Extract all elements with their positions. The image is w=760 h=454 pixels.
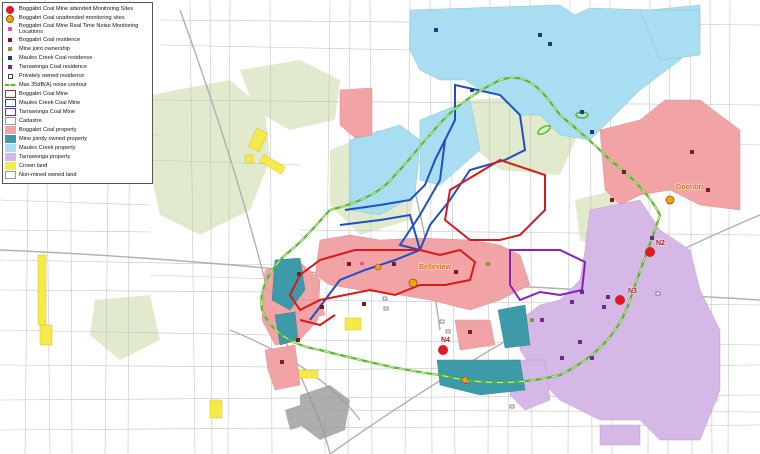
site-label-n3: N3 [628, 288, 637, 295]
legend-label: Maules Creek Coal Mine [19, 99, 81, 106]
legend-item: Boggabri Coal Mine attended Monitoring S… [5, 5, 150, 14]
place-label-bellevue: Belleview [419, 264, 451, 271]
legend-item: Boggabri Coal unattended monitoring site… [5, 14, 150, 23]
legend-item: Tarrawonga Coal residence [5, 63, 150, 72]
legend-symbol-circle-red [5, 5, 16, 14]
legend-item: Max 35dB(A) noise contour [5, 81, 150, 90]
legend-symbol-fill-lilac [5, 153, 16, 161]
legend-label: Maules Creek Coal residence [19, 54, 93, 61]
site-label-n2: N2 [656, 240, 665, 247]
legend-symbol-sq-purple [5, 63, 16, 71]
legend-label: Mine joint ownership [19, 45, 70, 52]
legend-item: Mine joint ownership [5, 45, 150, 54]
legend-label: Cadastre [19, 117, 42, 124]
legend-item: Boggabri Coal residence [5, 36, 150, 45]
legend-symbol-box-purple [5, 108, 16, 116]
legend-symbol-sq-olive [5, 45, 16, 53]
legend-item: Privately owned residence [5, 72, 150, 81]
legend-symbol-fill-yellow [5, 162, 16, 170]
legend-item: Tarrawonga Coal Mine [5, 108, 150, 117]
legend-symbol-fill-blue [5, 144, 16, 152]
joint-property [271, 257, 531, 396]
legend-label: Non-mined owned land [19, 171, 77, 178]
legend-symbol-fill-pink [5, 126, 16, 134]
legend-label: Maules Creek property [19, 144, 76, 151]
legend-item: Maules Creek property [5, 144, 150, 153]
legend-item: Tarrawonga property [5, 153, 150, 162]
legend-label: Boggabri Coal residence [19, 36, 81, 43]
attended-monitoring-sites [438, 247, 655, 355]
legend-item: Boggabri Coal Mine Real Time Noise Monit… [5, 23, 150, 36]
map-legend: Boggabri Coal Mine attended Monitoring S… [2, 2, 153, 184]
legend-item: Boggabri Coal property [5, 126, 150, 135]
legend-label: Crown land [19, 162, 48, 169]
place-label-goonbri: Goonbri [676, 184, 704, 191]
maules-creek-property [349, 4, 701, 216]
legend-label: Mine jointly owned property [19, 135, 88, 142]
legend-label: Boggabri Coal Mine attended Monitoring S… [19, 6, 134, 13]
legend-label: Max 35dB(A) noise contour [19, 81, 87, 88]
legend-item: Non-mined owned land [5, 171, 150, 180]
legend-label: Tarrawonga Coal Mine [19, 108, 75, 115]
legend-item: Cadastre [5, 117, 150, 126]
legend-item: Mine jointly owned property [5, 135, 150, 144]
legend-label: Privately owned residence [19, 72, 85, 79]
legend-label: Boggabri Coal property [19, 126, 77, 133]
legend-symbol-line-green [5, 81, 16, 89]
legend-symbol-fill-white [5, 171, 16, 179]
legend-item: Maules Creek Coal residence [5, 54, 150, 63]
legend-label: Boggabri Coal Mine [19, 90, 69, 97]
site-label-n4: N4 [441, 337, 450, 344]
legend-symbol-circle-orange [5, 14, 16, 23]
legend-item: Maules Creek Coal Mine [5, 99, 150, 108]
legend-symbol-sq-maroon [5, 36, 16, 44]
legend-item: Crown land [5, 162, 150, 171]
legend-symbol-sq-pink [5, 25, 16, 33]
town-area [285, 385, 350, 440]
legend-symbol-box-blue [5, 99, 16, 107]
boggabri-mine-boundary [288, 158, 546, 327]
legend-symbol-sq-hollow [5, 72, 16, 80]
legend-symbol-fill-teal [5, 135, 16, 143]
legend-symbol-box-cad [5, 117, 16, 125]
legend-symbol-box-red [5, 90, 16, 98]
unattended-monitoring-sites [374, 195, 675, 384]
legend-label: Tarrawonga Coal residence [19, 63, 88, 70]
tarrawonga-mine-boundary [509, 249, 587, 302]
legend-item: Boggabri Coal Mine [5, 90, 150, 99]
legend-label: Boggabri Coal unattended monitoring site… [19, 15, 125, 22]
legend-symbol-sq-navy [5, 54, 16, 62]
legend-label: Tarrawonga property [19, 153, 71, 160]
legend-label: Boggabri Coal Mine Real Time Noise Monit… [19, 23, 139, 36]
maules-creek-mine-boundary [309, 83, 527, 321]
